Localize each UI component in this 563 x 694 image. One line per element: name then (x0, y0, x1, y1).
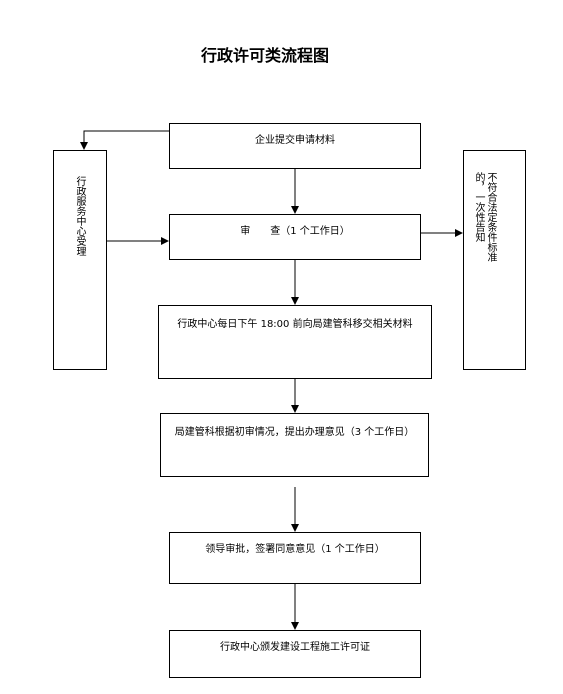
node-initial-review: 局建管科根据初审情况，提出办理意见（3 个工作日） (160, 413, 429, 477)
node-issue: 行政中心颁发建设工程施工许可证 (169, 630, 421, 678)
arrow-submit-center (80, 130, 169, 150)
node-submit: 企业提交申请材料 (169, 123, 421, 169)
node-approval: 领导审批，签署同意意见（1 个工作日） (169, 532, 421, 584)
node-initial-review-label: 局建管科根据初审情况，提出办理意见（3 个工作日） (174, 427, 415, 438)
node-transfer-label: 行政中心每日下午 18:00 前向局建管科移交相关材料 (177, 319, 413, 330)
node-approval-label: 领导审批，签署同意意见（1 个工作日） (205, 544, 385, 555)
node-submit-label: 企业提交申请材料 (255, 135, 335, 146)
node-issue-label: 行政中心颁发建设工程施工许可证 (220, 642, 370, 653)
node-transfer: 行政中心每日下午 18:00 前向局建管科移交相关材料 (158, 305, 432, 379)
node-noncompliant (463, 150, 526, 370)
node-review: 审 查（1 个工作日） (169, 214, 421, 260)
node-center-accept-label: 行政服务中心受理 (74, 176, 85, 256)
node-center-accept (53, 150, 107, 370)
page-title: 行政许可类流程图 (200, 46, 329, 65)
node-review-label: 审 查（1 个工作日） (240, 226, 350, 237)
node-noncompliant-label: 不符合法定条件标准的，一次性告知 (473, 172, 496, 262)
